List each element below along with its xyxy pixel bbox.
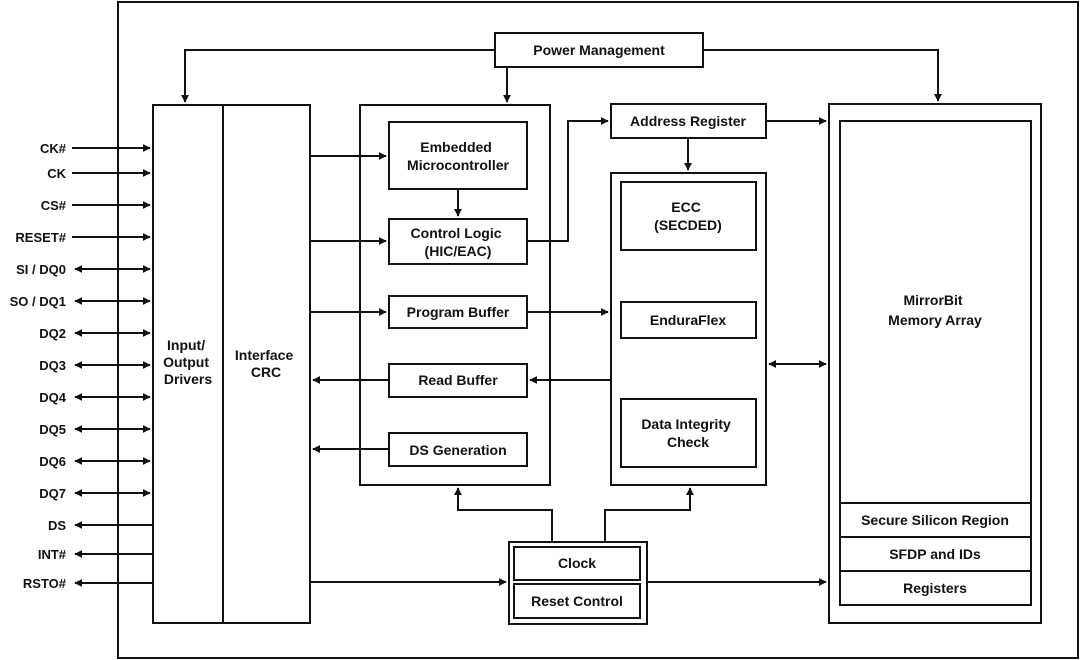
- mirrorbit-line-2: Memory Array: [888, 312, 982, 328]
- clock-box: [513, 546, 641, 581]
- ds-generation-label: DS Generation: [409, 442, 506, 458]
- embedded-microcontroller-box: [388, 121, 528, 190]
- signal-label-dq7: DQ7: [39, 486, 66, 501]
- signal-label-dq6: DQ6: [39, 454, 66, 469]
- read-buffer-label: Read Buffer: [418, 372, 498, 388]
- control-logic-box: [388, 218, 528, 265]
- io-drivers-line-3: Drivers: [164, 371, 212, 387]
- sfdp-ids-label: SFDP and IDs: [889, 546, 981, 562]
- address-register-box: [610, 103, 767, 139]
- signal-label-ck: CK: [47, 166, 66, 181]
- clock-to-integrity-line: [604, 487, 694, 542]
- embedded-microcontroller-line-1: Embedded: [420, 139, 492, 155]
- ecc-box: [620, 181, 757, 251]
- reset-control-label: Reset Control: [531, 593, 623, 609]
- address-register-label: Address Register: [630, 113, 746, 129]
- embedded-microcontroller-label: Embedded Microcontroller: [407, 139, 509, 173]
- logic-to-address-line: [527, 117, 609, 242]
- signal-label-rsto-n: RSTO#: [23, 576, 67, 591]
- signal-label-dq4: DQ4: [39, 390, 67, 405]
- io-drivers-box: [152, 104, 224, 624]
- enduraflex-label: EnduraFlex: [650, 312, 726, 328]
- signal-label-dq0: SI / DQ0: [16, 262, 66, 277]
- signal-label-dq1: SO / DQ1: [10, 294, 66, 309]
- mirrorbit-line-1: MirrorBit: [903, 292, 962, 308]
- data-integrity-box: [620, 398, 757, 468]
- signal-label-ck-n: CK#: [40, 141, 67, 156]
- data-integrity-label: Data Integrity Check: [641, 416, 734, 450]
- signal-label-dq5: DQ5: [39, 422, 66, 437]
- data-integrity-line-1: Data Integrity: [641, 416, 731, 432]
- signal-label-int-n: INT#: [38, 547, 67, 562]
- program-buffer-label: Program Buffer: [407, 304, 510, 320]
- io-drivers-line-2: Output: [163, 354, 209, 370]
- signal-label-ds: DS: [48, 518, 66, 533]
- interface-crc-line-2: CRC: [251, 364, 281, 380]
- mirrorbit-array-box: [839, 120, 1032, 504]
- io-drivers-line-1: Input/: [167, 337, 205, 353]
- control-logic-line-2: (HIC/EAC): [425, 243, 492, 259]
- clock-to-controller-line: [454, 487, 553, 542]
- embedded-microcontroller-line-2: Microcontroller: [407, 157, 509, 173]
- secure-silicon-label: Secure Silicon Region: [861, 512, 1009, 528]
- signal-label-cs-n: CS#: [41, 198, 67, 213]
- reset-control-box: [513, 583, 641, 619]
- power-to-io-line: [181, 49, 495, 103]
- sfdp-ids-box: [839, 536, 1032, 572]
- registers-label: Registers: [903, 580, 967, 596]
- control-logic-label: Control Logic (HIC/EAC): [411, 225, 506, 259]
- signal-label-dq2: DQ2: [39, 326, 66, 341]
- registers-box: [839, 570, 1032, 606]
- signal-label-dq3: DQ3: [39, 358, 66, 373]
- mirrorbit-label: MirrorBit Memory Array: [888, 292, 982, 328]
- clock-label: Clock: [558, 555, 596, 571]
- program-buffer-box: [388, 295, 528, 329]
- signal-label-reset-n: RESET#: [15, 230, 66, 245]
- ecc-line-2: (SECDED): [654, 217, 722, 233]
- power-to-memory-line: [703, 49, 942, 102]
- enduraflex-box: [620, 301, 757, 339]
- interface-crc-label: Interface CRC: [235, 347, 297, 380]
- ecc-line-1: ECC: [671, 199, 701, 215]
- control-logic-line-1: Control Logic: [411, 225, 502, 241]
- power-management-label: Power Management: [533, 42, 665, 58]
- interface-crc-box: [222, 104, 311, 624]
- secure-silicon-box: [839, 502, 1032, 538]
- interface-crc-line-1: Interface: [235, 347, 294, 363]
- data-integrity-line-2: Check: [667, 434, 709, 450]
- ecc-label: ECC (SECDED): [654, 199, 722, 233]
- io-drivers-label: Input/ Output Drivers: [163, 337, 213, 387]
- signal-arrows: [72, 144, 153, 587]
